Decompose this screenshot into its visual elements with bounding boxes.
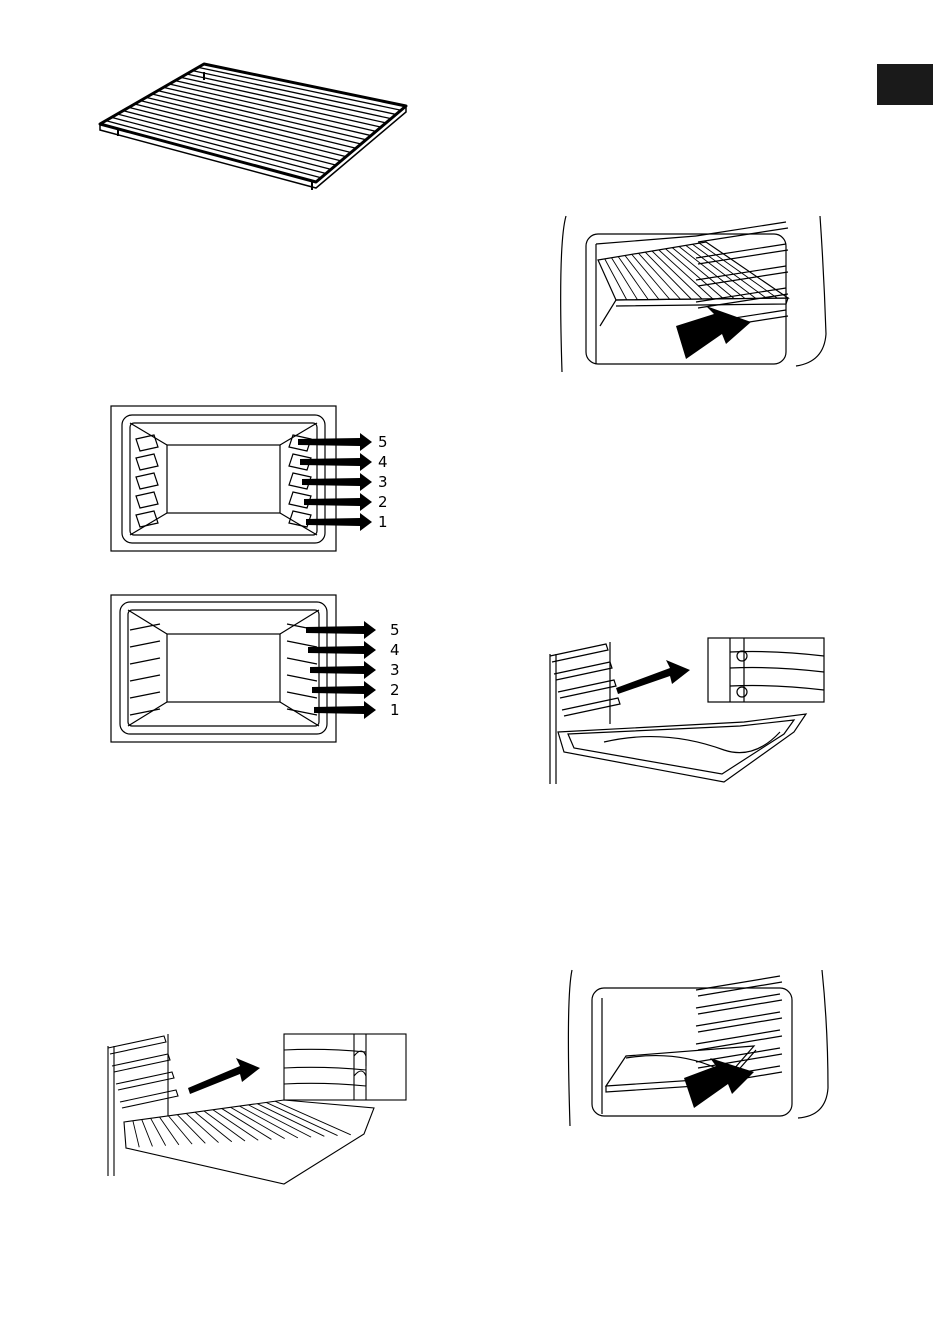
shelf-level-label: 2 [378,493,388,511]
shelf-level-label: 1 [378,513,388,531]
oven-tray-insert-icon [566,968,834,1130]
baking-tray-rails-icon [544,632,829,792]
oven-tray-insert-figure [566,968,834,1130]
grid-on-rails-figure [104,1030,409,1188]
wire-shelf-icon [96,58,411,198]
shelf-level-arrow [308,641,376,659]
shelf-level-arrow [310,661,376,679]
shelf-level-arrow [306,621,376,639]
shelf-level-arrow [302,473,372,491]
oven-cavity-wire-rails-icon: 5 4 3 2 1 [110,405,410,553]
shelf-level-arrow [312,681,376,699]
shelf-level-label: 3 [378,473,388,491]
tray-on-rails-figure [544,632,829,792]
shelf-level-label: 2 [390,681,400,699]
oven-grid-insert-icon [556,214,831,376]
oven-cavity-embossed-rails-icon: 5 4 3 2 1 [110,594,410,744]
wire-shelf-figure [96,58,411,198]
shelf-level-arrow [298,433,372,451]
shelf-level-arrow [306,513,372,531]
shelf-levels-wire-figure: 5 4 3 2 1 [110,405,410,553]
shelf-level-label: 5 [378,433,388,451]
shelf-levels-embossed-figure: 5 4 3 2 1 [110,594,410,744]
shelf-level-label: 3 [390,661,400,679]
shelf-level-label: 1 [390,701,400,719]
shelf-level-label: 5 [390,621,400,639]
shelf-level-label: 4 [378,453,388,471]
shelf-level-arrow [314,701,376,719]
language-tab [877,64,933,105]
shelf-level-label: 4 [390,641,400,659]
shelf-level-arrow [304,493,372,511]
wire-grid-rails-icon [104,1030,409,1188]
oven-grid-insert-figure [556,214,831,376]
